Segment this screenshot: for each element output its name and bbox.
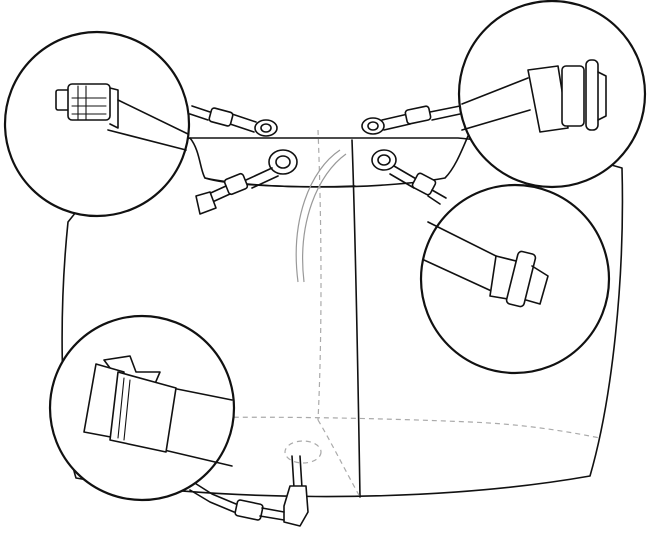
port-bottom xyxy=(189,455,309,527)
detail-callout-top-left xyxy=(3,30,191,218)
port-front-right xyxy=(371,149,447,205)
detail-callout-right xyxy=(419,183,611,375)
luer-connector-icon xyxy=(505,250,537,308)
luer-connector-icon xyxy=(67,83,111,121)
port-top-left xyxy=(189,105,278,137)
luer-connector-icon xyxy=(561,65,585,127)
port-front-left xyxy=(195,149,298,215)
port-top-right xyxy=(361,105,461,135)
detail-callout-top-right xyxy=(457,0,647,189)
detail-callout-bottom-left xyxy=(48,314,236,502)
